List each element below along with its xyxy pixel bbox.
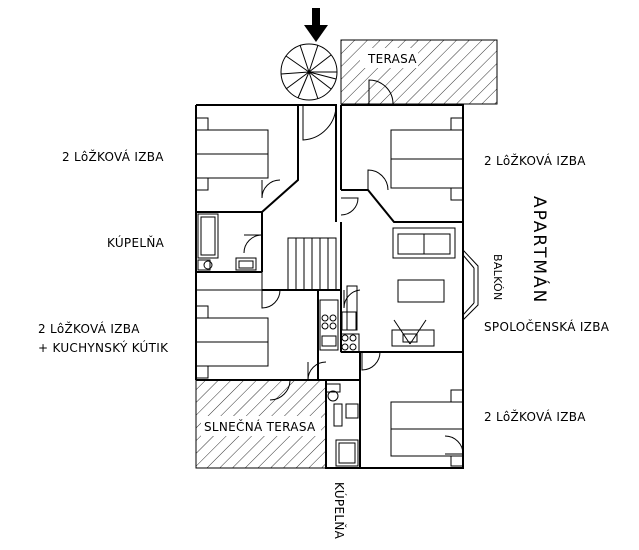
kitchenette xyxy=(319,299,360,353)
bathroom-bottom-fixtures xyxy=(325,383,359,467)
bed-right-bottom xyxy=(390,389,464,467)
label-apartment: APARTMÁN xyxy=(529,196,549,305)
balcony xyxy=(462,248,479,322)
doors xyxy=(243,104,464,455)
arrow-down-icon xyxy=(304,8,328,42)
label-terrace: TERASA xyxy=(368,52,417,66)
label-room-left-bottom-line2: + KUCHYNSKÝ KÚTIK xyxy=(38,341,169,355)
label-living-room: SPOLOČENSKÁ IZBA xyxy=(484,320,610,334)
staircase xyxy=(287,237,337,291)
bed-right-top xyxy=(390,117,464,201)
label-room-right-top: 2 LôŽKOVÁ IZBA xyxy=(484,154,586,168)
terrace-top xyxy=(340,39,498,105)
label-bathroom-bottom: KÚPELŇA xyxy=(332,482,346,540)
label-bathroom-left: KÚPELŇA xyxy=(107,236,165,250)
bed-left-bottom xyxy=(195,271,269,379)
label-sunny-terrace: SLNEČNÁ TERASA xyxy=(204,420,316,434)
label-room-left-bottom-line1: 2 LôŽKOVÁ IZBA xyxy=(38,322,140,336)
bed-left-top xyxy=(195,117,269,191)
living-room-furniture xyxy=(346,227,456,347)
interior-walls xyxy=(196,105,463,381)
label-room-left-top: 2 LôŽKOVÁ IZBA xyxy=(62,150,164,164)
bathroom-left-fixtures xyxy=(197,213,257,271)
label-balcony: BALKÓN xyxy=(491,254,504,301)
spiral-staircase-icon xyxy=(280,43,338,101)
label-room-right-bottom: 2 LôŽKOVÁ IZBA xyxy=(484,410,586,424)
